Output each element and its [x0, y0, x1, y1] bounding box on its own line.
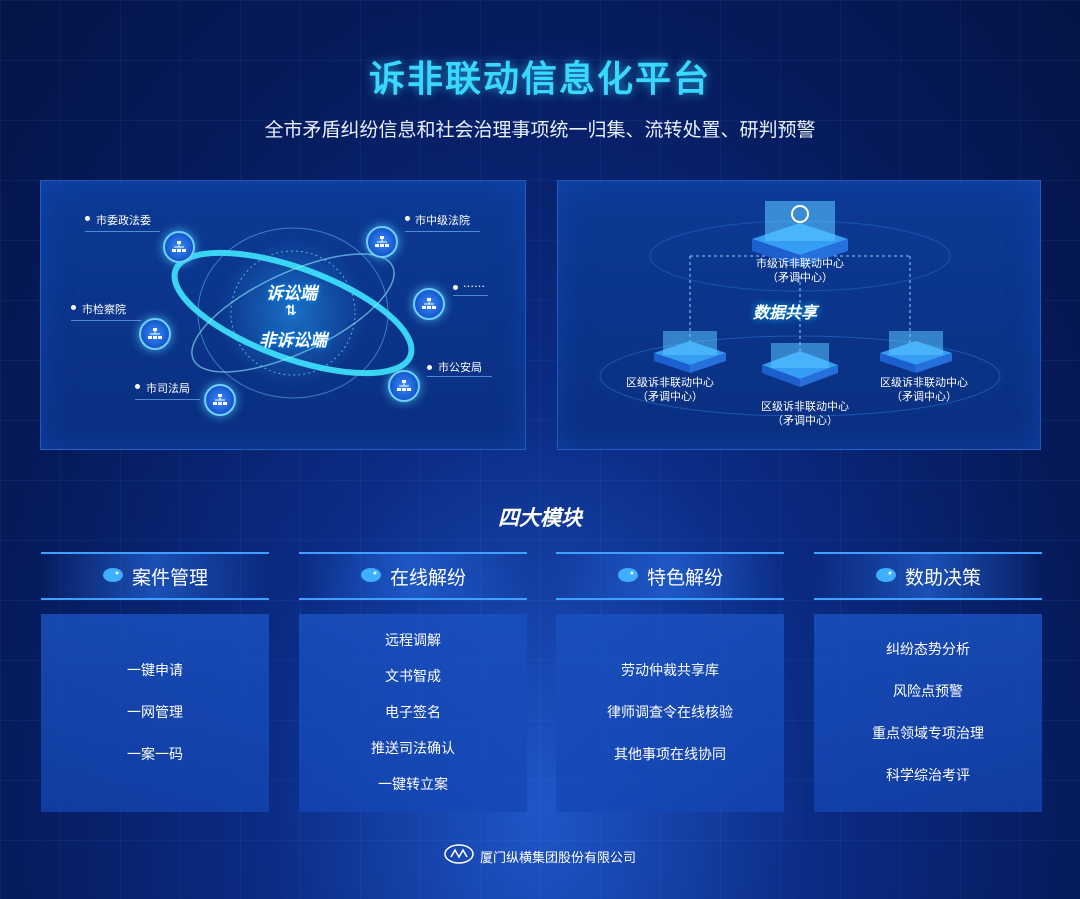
- module-header-special: 特色解纷: [556, 552, 784, 600]
- node-dot: [405, 216, 410, 221]
- dolphin-icon: [360, 565, 382, 587]
- footer: 厦门纵横集团股份有限公司: [0, 844, 1080, 868]
- module-body-decision: 纠纷态势分析 风险点预警 重点领域专项治理 科学综治考评: [814, 614, 1042, 812]
- module-name: 数助决策: [904, 566, 981, 589]
- city-center-name: 市级诉非联动中心: [756, 257, 844, 270]
- module-name: 特色解纷: [646, 566, 723, 589]
- district-center-mid-sub: （矛调中心）: [772, 414, 838, 427]
- module-entry: 一键转立案: [378, 777, 448, 793]
- page-subtitle: 全市矛盾纠纷信息和社会治理事项统一归集、流转处置、研判预警: [264, 119, 816, 141]
- module-entry: 电子签名: [385, 705, 441, 721]
- module-entry: 科学综治考评: [886, 768, 970, 784]
- orbit-graphic: [171, 227, 415, 399]
- org-chart-icon: [366, 226, 398, 258]
- district-center-right-sub: （矛调中心）: [891, 390, 957, 403]
- node-dot: [85, 216, 90, 221]
- data-share-label: 数据共享: [753, 303, 818, 322]
- module-entry: 纠纷态势分析: [886, 642, 970, 658]
- company-logo-icon: [444, 844, 474, 868]
- data-share-panel: 市级诉非联动中心 （矛调中心） 数据共享 区级诉非联动中心 （矛调中心） 区级诉…: [557, 180, 1041, 450]
- node-underline: [71, 320, 141, 321]
- non-litigation-side-label: 非诉讼端: [259, 331, 327, 351]
- node-label-committee: 市委政法委: [96, 214, 151, 227]
- dolphin-icon: [102, 565, 124, 587]
- module-body-online: 远程调解 文书智成 电子签名 推送司法确认 一键转立案: [299, 614, 527, 812]
- module-entry: 风险点预警: [893, 684, 963, 700]
- node-underline: [405, 231, 480, 232]
- module-entry: 其他事项在线协同: [614, 747, 726, 763]
- module-entry: 一键申请: [127, 663, 183, 679]
- org-chart-icon: [413, 288, 445, 320]
- page-title: 诉非联动信息化平台: [368, 59, 711, 100]
- data-share-graphic: [599, 201, 1001, 417]
- node-dot: [71, 305, 76, 310]
- litigation-side-label: 诉讼端: [266, 284, 317, 304]
- org-chart-icon: [388, 370, 420, 402]
- module-entry: 一网管理: [127, 705, 183, 721]
- module-entry: 律师调查令在线核验: [607, 705, 733, 721]
- module-header-case: 案件管理: [41, 552, 269, 600]
- district-center-left-sub: （矛调中心）: [637, 390, 703, 403]
- module-entry: 远程调解: [385, 633, 441, 649]
- node-dot: [427, 365, 432, 370]
- module-entry: 一案一码: [127, 747, 183, 763]
- node-label-intermediate-court: 市中级法院: [415, 214, 470, 227]
- node-underline: [453, 295, 488, 296]
- district-center-right-label: 区级诉非联动中心 （矛调中心）: [864, 376, 984, 404]
- node-underline: [135, 399, 200, 400]
- exchange-arrow-icon: ⇅: [285, 303, 297, 319]
- module-header-decision: 数助决策: [814, 552, 1042, 600]
- org-chart-icon: [139, 318, 171, 350]
- city-center-sub: （矛调中心）: [767, 271, 833, 284]
- module-header-online: 在线解纷: [299, 552, 527, 600]
- node-underline: [427, 376, 492, 377]
- dolphin-icon: [875, 565, 897, 587]
- node-dot: [453, 285, 458, 290]
- node-label-justice-bureau: 市司法局: [146, 382, 190, 395]
- node-label-procuratorate: 市检察院: [82, 303, 126, 316]
- district-center-right-name: 区级诉非联动中心: [880, 376, 968, 389]
- node-underline: [85, 231, 160, 232]
- dolphin-icon: [617, 565, 639, 587]
- node-label-public-security: 市公安局: [438, 361, 482, 374]
- district-center-mid-label: 区级诉非联动中心 （矛调中心）: [745, 400, 865, 428]
- litigation-panel: 诉讼端 ⇅ 非诉讼端 市委政法委 市中级法院 市检察院 …… 市司法局 市公安局: [40, 180, 526, 450]
- node-label-ellipsis: ……: [463, 277, 485, 290]
- node-dot: [135, 384, 140, 389]
- module-body-case: 一键申请 一网管理 一案一码: [41, 614, 269, 812]
- org-chart-icon: [204, 384, 236, 416]
- module-name: 在线解纷: [389, 566, 466, 589]
- module-entry: 劳动仲裁共享库: [621, 663, 719, 679]
- company-name: 厦门纵横集团股份有限公司: [479, 850, 636, 866]
- module-body-special: 劳动仲裁共享库 律师调查令在线核验 其他事项在线协同: [556, 614, 784, 812]
- district-center-left-name: 区级诉非联动中心: [626, 376, 714, 389]
- modules-title: 四大模块: [498, 506, 582, 530]
- district-center-mid-name: 区级诉非联动中心: [761, 400, 849, 413]
- org-chart-icon: [163, 231, 195, 263]
- module-entry: 推送司法确认: [371, 741, 455, 757]
- module-entry: 文书智成: [385, 669, 441, 685]
- district-center-left-label: 区级诉非联动中心 （矛调中心）: [610, 376, 730, 404]
- module-entry: 重点领域专项治理: [872, 726, 984, 742]
- city-center-label: 市级诉非联动中心 （矛调中心）: [745, 257, 855, 285]
- module-name: 案件管理: [131, 566, 208, 589]
